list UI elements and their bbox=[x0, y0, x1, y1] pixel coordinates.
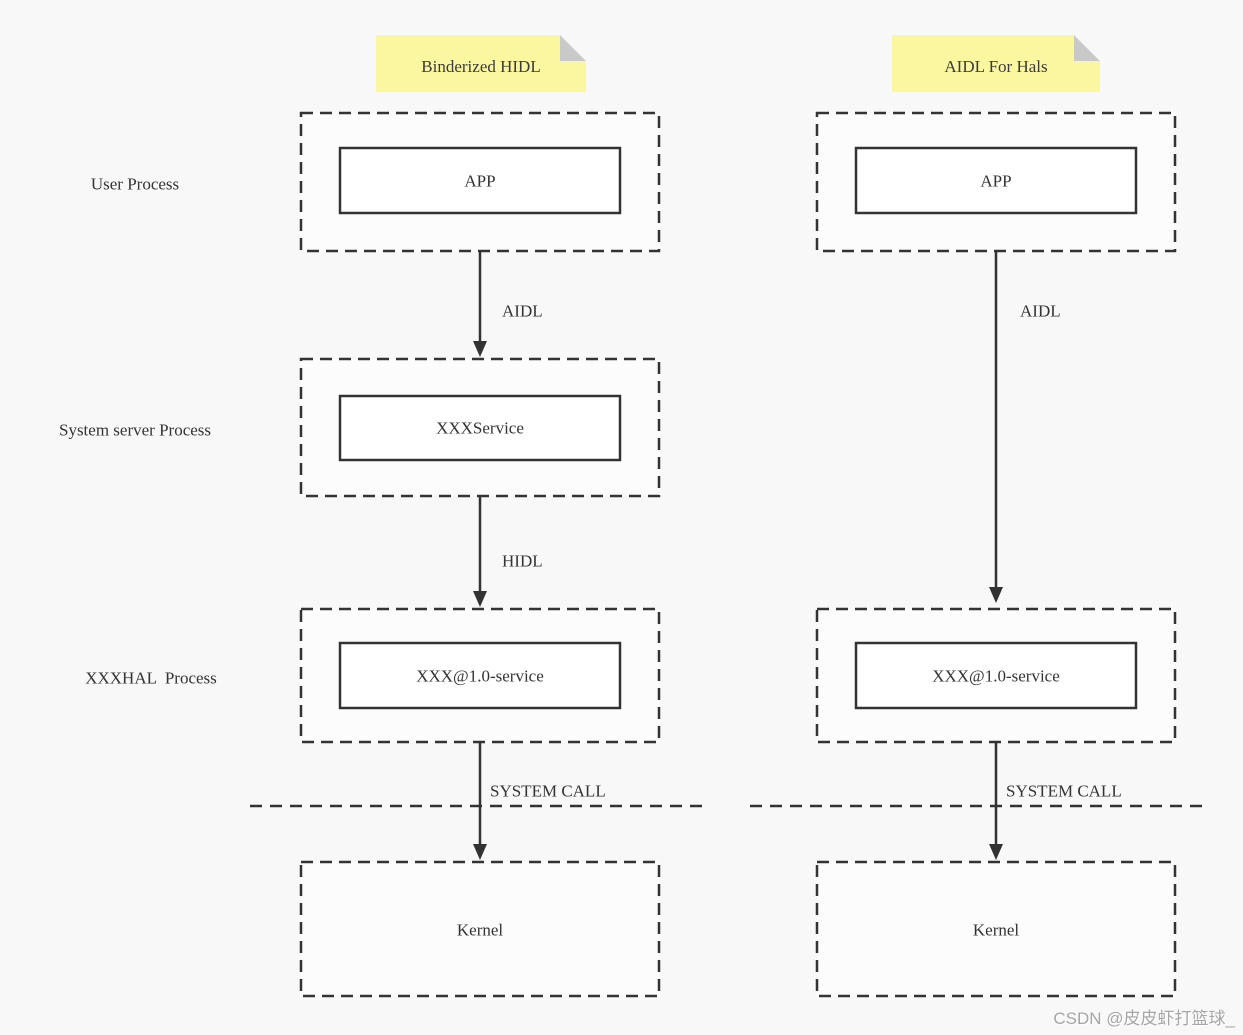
left-edge-label-hidl: HIDL bbox=[502, 551, 543, 571]
right-hal-node-box bbox=[854, 641, 1138, 710]
right-app-node-box bbox=[854, 146, 1138, 215]
row-label-system-server-process: System server Process bbox=[58, 420, 212, 440]
right-edge-label-system-call: SYSTEM CALL bbox=[1006, 781, 1122, 801]
left-service-node-label: XXXService bbox=[436, 418, 524, 438]
right-app-node-label: APP bbox=[980, 171, 1012, 191]
left-hal-node-label: XXX@1.0-service bbox=[416, 666, 544, 686]
right-arrowhead-2 bbox=[989, 844, 1003, 860]
left-hal-node-box bbox=[338, 641, 622, 710]
left-arrowhead-1 bbox=[473, 341, 487, 357]
left-kernel-label: Kernel bbox=[456, 920, 504, 940]
left-service-node-box bbox=[338, 394, 622, 462]
row-label-hal-process: XXXHAL Process bbox=[85, 668, 217, 688]
left-arrowhead-2 bbox=[473, 591, 487, 607]
left-edge-label-aidl: AIDL bbox=[502, 301, 543, 321]
left-edge-label-system-call: SYSTEM CALL bbox=[490, 781, 606, 801]
right-column-header: AIDL For Hals bbox=[944, 57, 1048, 76]
right-kernel-box bbox=[815, 860, 1177, 998]
right-edge-label-aidl: AIDL bbox=[1020, 301, 1061, 321]
left-arrowhead-3 bbox=[473, 844, 487, 860]
row-label-user-process: User Process bbox=[90, 174, 180, 194]
left-kernel-box bbox=[299, 860, 661, 998]
left-column-header: Binderized HIDL bbox=[421, 57, 541, 76]
sticky-note-binderized-hidl: Binderized HIDL bbox=[376, 35, 586, 92]
csdn-watermark: CSDN @皮皮虾打篮球_ bbox=[1053, 1009, 1235, 1028]
right-arrowhead-1 bbox=[989, 587, 1003, 603]
right-kernel-label: Kernel bbox=[972, 920, 1020, 940]
sticky-note-aidl-for-hals: AIDL For Hals bbox=[892, 35, 1100, 92]
left-app-node-box bbox=[338, 146, 622, 215]
left-app-node-label: APP bbox=[464, 171, 496, 191]
right-hal-node-label: XXX@1.0-service bbox=[932, 666, 1060, 686]
